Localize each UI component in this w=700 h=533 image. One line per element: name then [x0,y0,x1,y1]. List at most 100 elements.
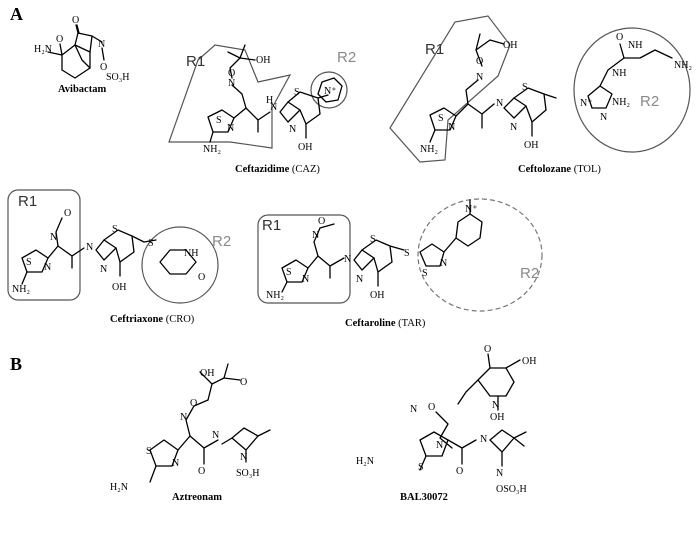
ceftaroline-atom-nh: N [344,254,351,265]
avibactam-atom-o3: O [100,62,107,73]
aztreonam-atom-n2: N [172,458,179,469]
aztreonam-atom-nh: N [212,430,219,441]
ceftolozane-atom-nh: NH [612,68,626,79]
ceftolozane-atom-o: O [476,56,483,67]
ceftolozane-name: Ceftolozane (TOL) [518,164,601,175]
ceftazidime-atom-cooh: OH [298,142,312,153]
ceftolozane-atom-nh: N [496,98,503,109]
ceftaroline-name: Ceftaroline (TAR) [345,318,426,329]
bal30072-atom-n2: N [410,404,417,415]
ceftazidime-name: Ceftazidime (CAZ) [235,164,320,175]
ceftaroline-atom-o: O [318,216,325,227]
ceftaroline-r2-outline [417,198,543,312]
bal30072-atom-n: N [492,400,499,411]
bal30072-name: BAL30072 [400,492,448,503]
ceftolozane-atom-s2: S [522,82,528,93]
ceftazidime-atom-o: O [228,68,235,79]
ceftriaxone-atom-nh: NH [184,248,198,259]
ceftolozane-atom-nh2: NH₂ [420,144,438,155]
ceftazidime-atom-h: H [266,95,273,106]
bal30072-atom-oso3h: OSO₃H [496,484,527,495]
ceftolozane-atom-n2: N [476,72,483,83]
ceftazidime-atom-nh: N [270,102,277,113]
ceftolozane-atom-n4: N [600,112,607,123]
avibactam-atom-so3h: SO₃H [106,72,130,83]
ceftolozane-r2-outline [573,27,691,153]
aztreonam-atom-o2: O [190,398,197,409]
aztreonam-atom-n3: N [240,452,247,463]
ceftaroline-atom-nplus: N⁺ [465,204,478,215]
ceftriaxone-atom-s: S [26,257,32,268]
ceftriaxone-atom-n3: N [100,264,107,275]
bal30072-atom-oh: OH [522,356,536,367]
ceftazidime-r1-label: R1 [186,53,205,70]
ceftriaxone-atom-s2: S [112,224,118,235]
ceftazidime-atom-s: S [216,115,222,126]
ceftolozane-atom-cooh: OH [524,140,538,151]
ceftaroline-atom-s4: S [422,268,428,279]
bal30072-structure: O OH N OH O N H₂N S N N O N OSO₃H BAL300… [356,344,536,503]
ceftriaxone-r2-label: R2 [212,233,231,250]
ceftaroline-atom-n2: N [312,230,319,241]
ceftaroline-atom-n4: N [440,258,447,269]
ceftriaxone-atom-s3: S [148,238,154,249]
ceftaroline-atom-s3: S [404,248,410,259]
aztreonam-structure: OH O O N S N H₂N N O N SO₃H Aztreonam [110,363,271,503]
aztreonam-atom-o: O [240,377,247,388]
ceftriaxone-r1-label: R1 [18,193,37,210]
aztreonam-atom-s: S [146,446,152,457]
ceftazidime-atom-n2: N [228,78,235,89]
ceftriaxone-r2-outline [141,226,219,304]
bal30072-atom-o3: O [456,466,463,477]
aztreonam-atom-so3h: SO₃H [236,468,260,479]
panel-letter-b: B [10,354,22,374]
ceftaroline-r2-label: R2 [520,265,539,282]
bal30072-atom-nh: N [480,434,487,445]
ceftazidime-r2-label: R2 [337,49,356,66]
panel-letter-a: A [10,4,23,24]
ceftolozane-r2-label: R2 [640,93,659,110]
ceftaroline-atom-s2: S [370,234,376,245]
ceftaroline-r1-outline [257,214,351,304]
ceftolozane-atom-nh2b: NH₂ [612,97,630,108]
ceftaroline-atom-s: S [286,267,292,278]
aztreonam-atom-oh: OH [200,368,214,379]
ceftaroline-structure: R1 R2 S N NH₂ N O N S N OH S S N N⁺ Ceft… [257,198,543,329]
ceftriaxone-name: Ceftriaxone (CRO) [110,314,195,325]
ceftolozane-atom-s: S [438,113,444,124]
avibactam-atom-o2: O [72,15,79,26]
ceftriaxone-atom-nh2: NH₂ [12,284,30,295]
ceftazidime-r1-outline [168,44,292,149]
ceftazidime-atom-n: N [227,123,234,134]
avibactam-atom-h2n: H₂N [34,44,52,55]
bal30072-atom-h2n: H₂N [356,456,374,467]
avibactam-structure: H₂N O O N O SO₃H Avibactam [34,15,130,95]
ceftolozane-atom-o3: O [616,32,623,43]
ceftaroline-atom-n3: N [356,274,363,285]
bal30072-atom-o2: O [428,402,435,413]
aztreonam-atom-h2n: H₂N [110,482,128,493]
ceftriaxone-r1-outline [7,189,81,301]
ceftriaxone-atom-o2: O [198,272,205,283]
avibactam-atom-o1: O [56,34,63,45]
ceftazidime-atom-s2: S [294,87,300,98]
ceftolozane-r1-label: R1 [425,41,444,58]
ceftriaxone-atom-n: N [50,232,57,243]
ceftolozane-atom-n3: N [510,122,517,133]
aztreonam-atom-n: N [180,412,187,423]
ceftolozane-atom-nplus: N⁺ [580,98,593,109]
ceftaroline-atom-cooh: OH [370,290,384,301]
ceftaroline-r1-label: R1 [262,217,281,234]
ceftazidime-structure: R1 R2 S N NH₂ N O OH N H S N OH N⁺ Cefta… [168,44,356,175]
bal30072-atom-oh2: OH [490,412,504,423]
ceftazidime-atom-oh: OH [256,55,270,66]
ceftaroline-atom-nh2: NH₂ [266,290,284,301]
ceftriaxone-structure: R1 R2 O N S N NH₂ N S N OH S NH O Ceftri… [7,189,231,325]
ceftolozane-structure: R1 R2 S N NH₂ N O OH N S N OH N⁺ N NH₂ N… [389,15,692,175]
bal30072-atom-o: O [484,344,491,355]
ceftriaxone-atom-cooh: OH [112,282,126,293]
avibactam-atom-n: N [98,39,105,50]
ceftazidime-atom-n3: N [289,124,296,135]
ceftriaxone-atom-o: O [64,208,71,219]
bal30072-atom-n3: N [436,440,443,451]
